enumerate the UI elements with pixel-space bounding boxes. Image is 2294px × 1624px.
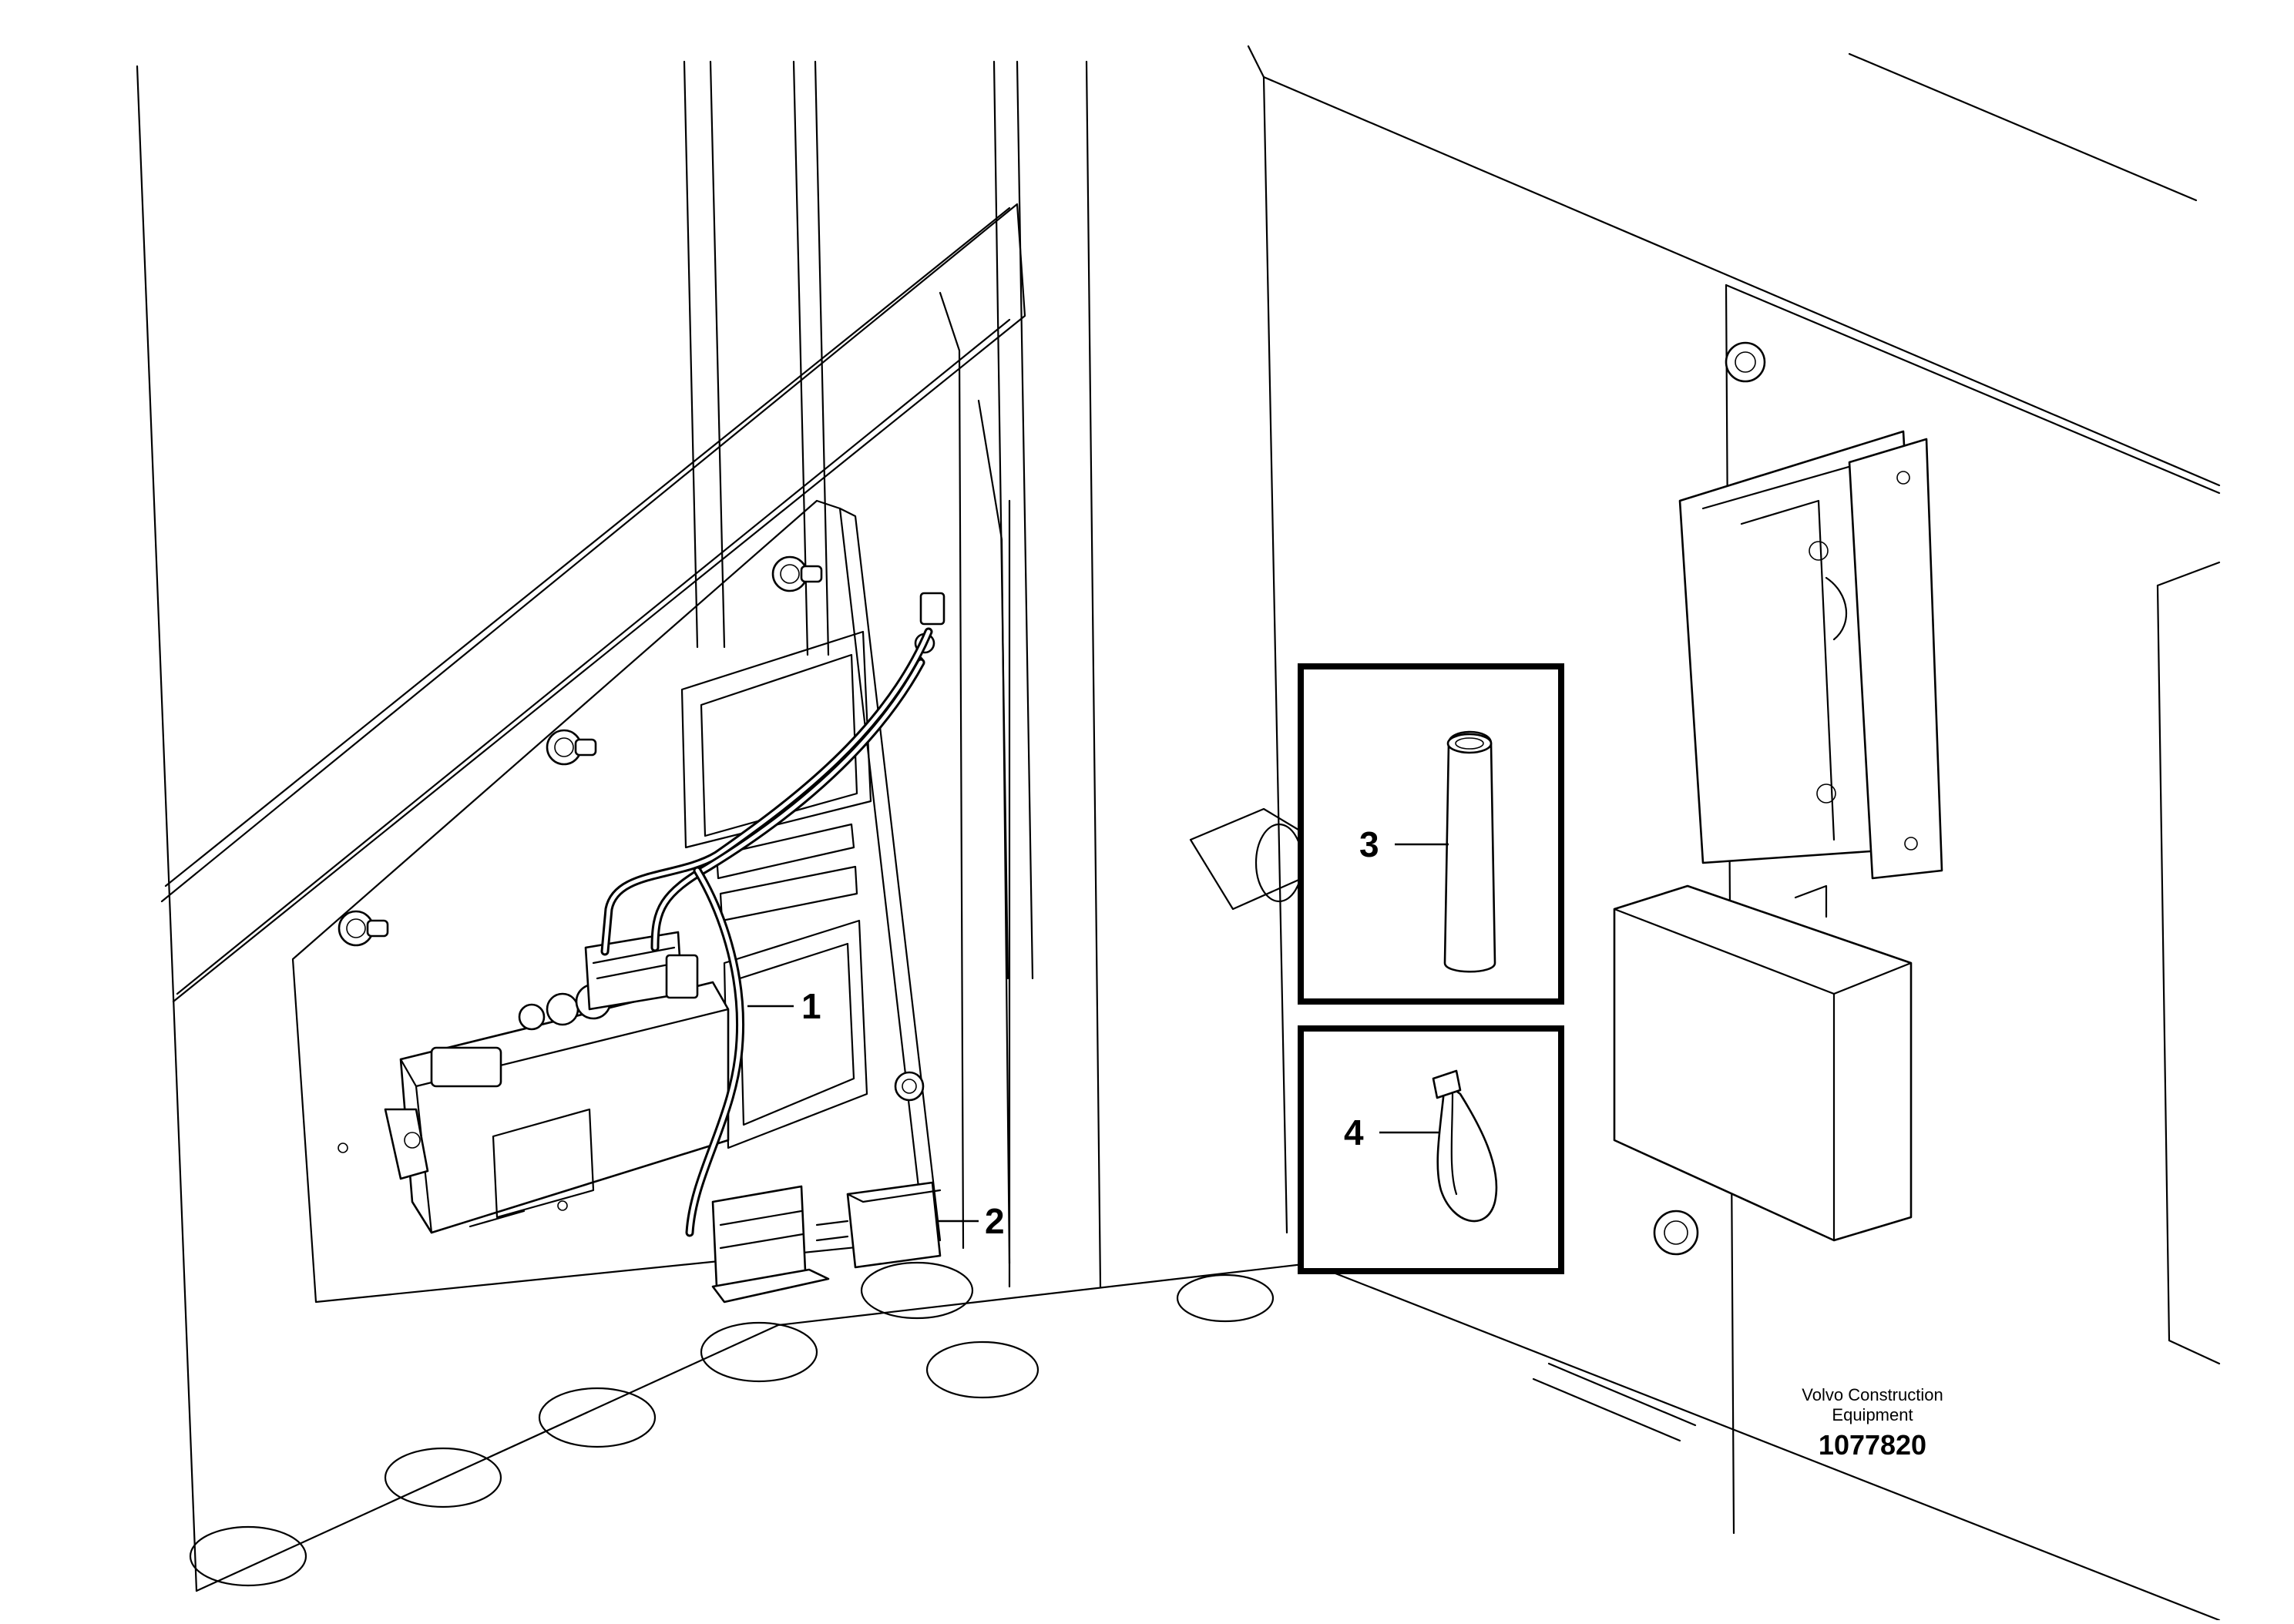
callout-4-label: 4	[1344, 1112, 1364, 1153]
bolt-icon	[1725, 341, 1766, 383]
callout-1-label: 1	[801, 986, 821, 1026]
brand-line-2: Equipment	[1832, 1405, 1913, 1424]
electronic-control-module	[1678, 430, 1943, 880]
callout-2-label: 2	[985, 1201, 1005, 1241]
brand-line-1: Volvo Construction	[1802, 1385, 1943, 1404]
bolt-icon	[1653, 1210, 1699, 1256]
wire-harness	[600, 627, 933, 1237]
callout-2: 2	[936, 1201, 1005, 1241]
connector-block	[584, 931, 699, 1011]
mounting-plate	[291, 499, 942, 1304]
relay	[815, 1181, 942, 1269]
left-cabinet-frame	[136, 60, 1102, 1592]
bolt-icon	[546, 729, 597, 766]
inset-cable-tie	[1298, 1025, 1564, 1274]
inset-sleeve	[1298, 663, 1564, 1005]
brand-block: Volvo Construction Equipment 1077820	[1802, 1385, 1943, 1461]
document-number: 1077820	[1819, 1429, 1926, 1461]
floor-holes	[189, 1261, 1312, 1592]
bolt-icon	[338, 910, 389, 947]
callout-4: 4	[1344, 1112, 1439, 1153]
callout-3: 3	[1359, 824, 1449, 864]
control-unit	[338, 981, 730, 1234]
relay-socket	[711, 1185, 830, 1304]
callout-1: 1	[747, 986, 821, 1026]
mounting-bracket	[1189, 807, 1304, 911]
bolt-icon	[894, 1071, 925, 1102]
callout-3-label: 3	[1359, 824, 1379, 864]
bolt-icon	[771, 555, 823, 592]
control-box	[1613, 884, 1913, 1242]
